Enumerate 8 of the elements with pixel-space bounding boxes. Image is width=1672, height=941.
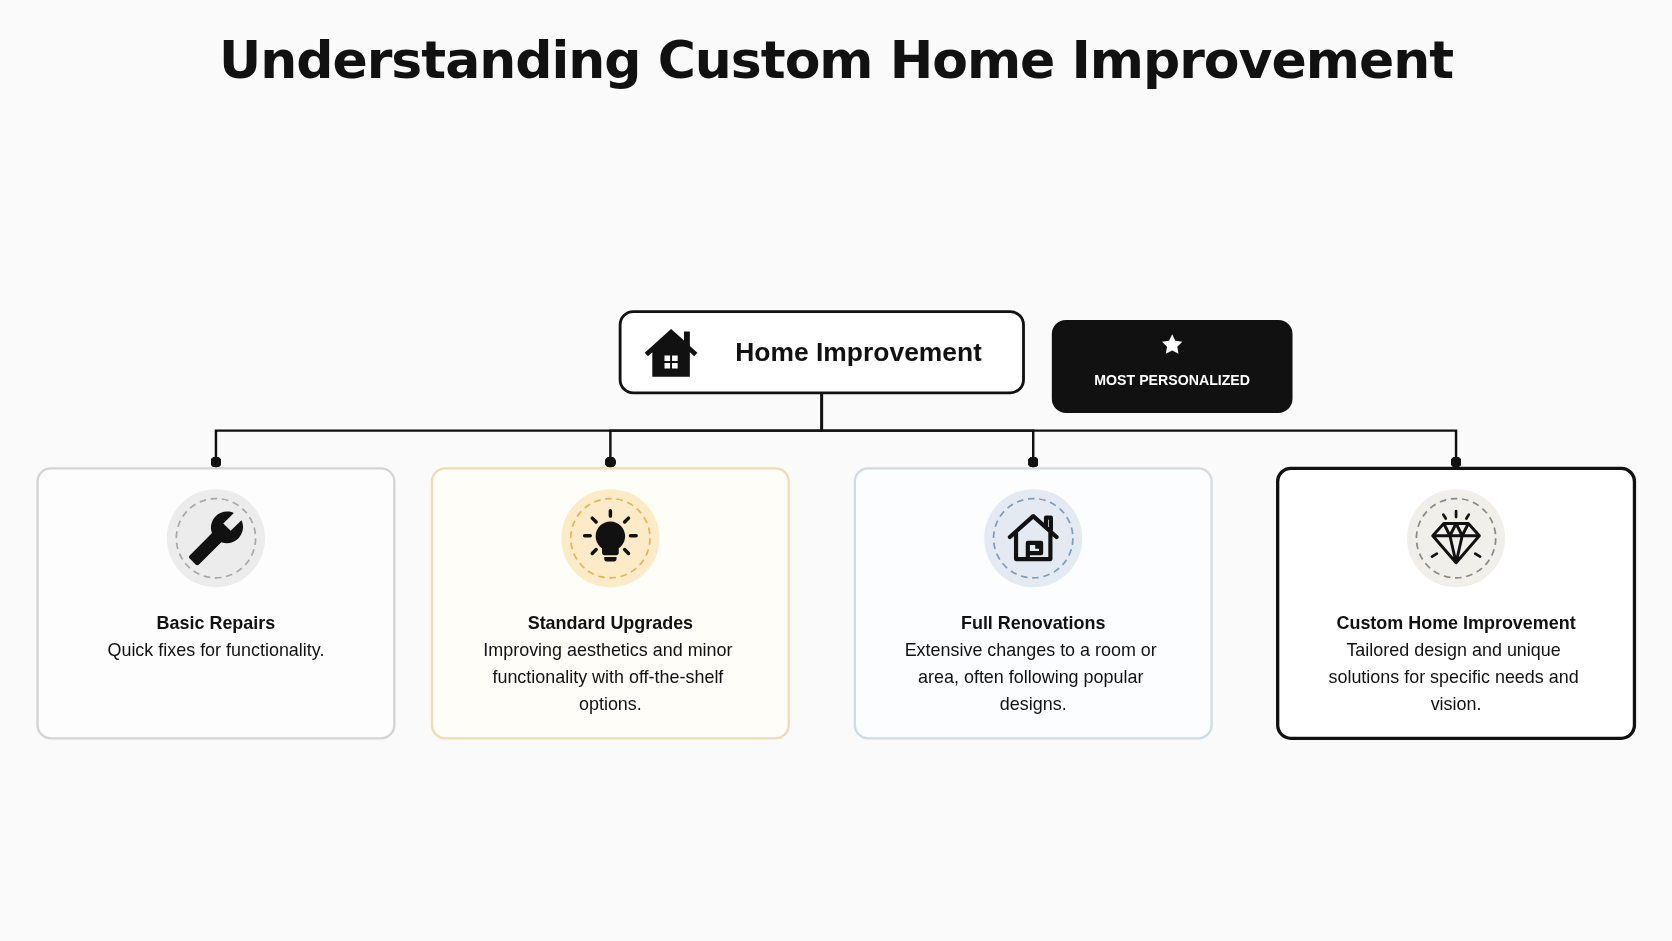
- connector: [820, 392, 1462, 469]
- node-box: MOST PERSONALIZED: [1051, 319, 1293, 413]
- diagram-title: Understanding Custom Home Improvement: [218, 30, 1454, 90]
- node-box: Custom Home Improvement Tailored design and unique solutions for specific needs and vision.: [1276, 466, 1637, 740]
- node-box: Standard Upgrades Improving aesthetics and minor functionality with off-the-shelf options.: [430, 467, 790, 740]
- node-box: Home Improvement: [618, 310, 1025, 395]
- node-box: Full Renovations Extensive changes to a room or area, often following popular designs.: [853, 467, 1213, 740]
- node-box: Basic Repairs Quick fixes for functionality.: [36, 467, 396, 740]
